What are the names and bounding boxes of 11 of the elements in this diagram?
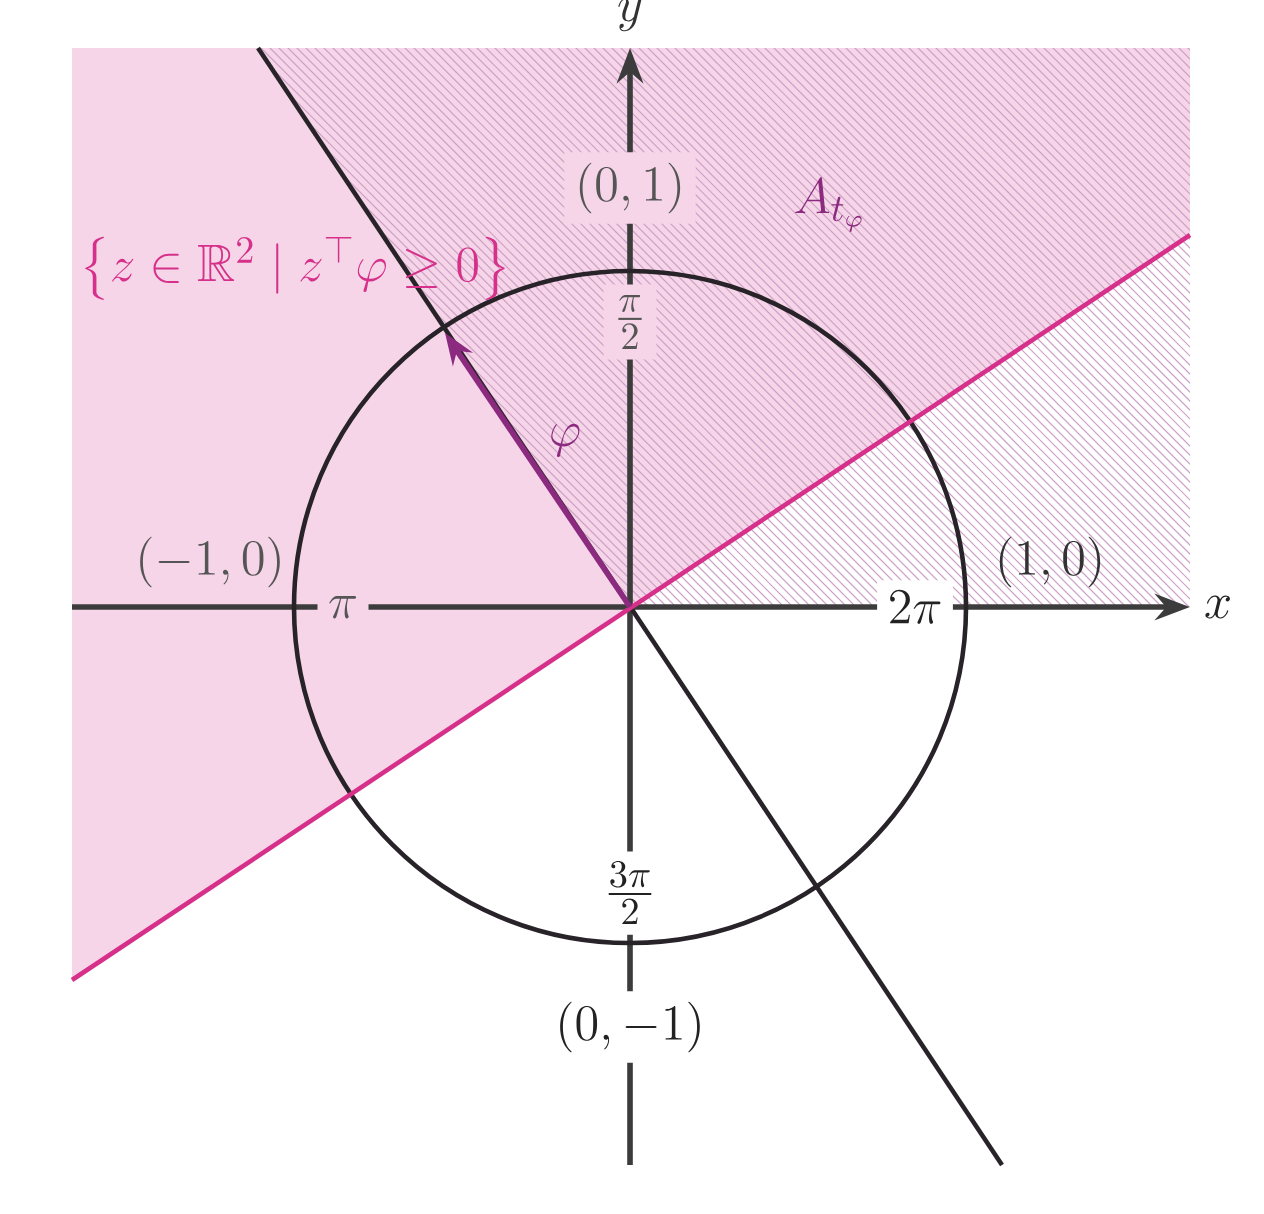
axis-label: $x$ <box>1205 595 1230 619</box>
coordinate-label: $(0,1)$ <box>564 152 696 224</box>
angle-label: $2\pi$ <box>877 580 953 634</box>
set-label: $A_{t_\varphi}$ <box>795 177 862 232</box>
vector-label: $\varphi$ <box>551 423 580 457</box>
coordinate-label: $(0,-1)$ <box>544 991 716 1063</box>
coordinate-label: $(1,0)$ <box>999 536 1101 588</box>
angle-label: $\frac{3\pi}{2}$ <box>593 851 667 935</box>
angle-label: $\frac{\pi}{2}$ <box>603 284 657 360</box>
coordinate-label: $(-1,0)$ <box>140 536 280 588</box>
angle-label: $\pi$ <box>317 585 369 629</box>
